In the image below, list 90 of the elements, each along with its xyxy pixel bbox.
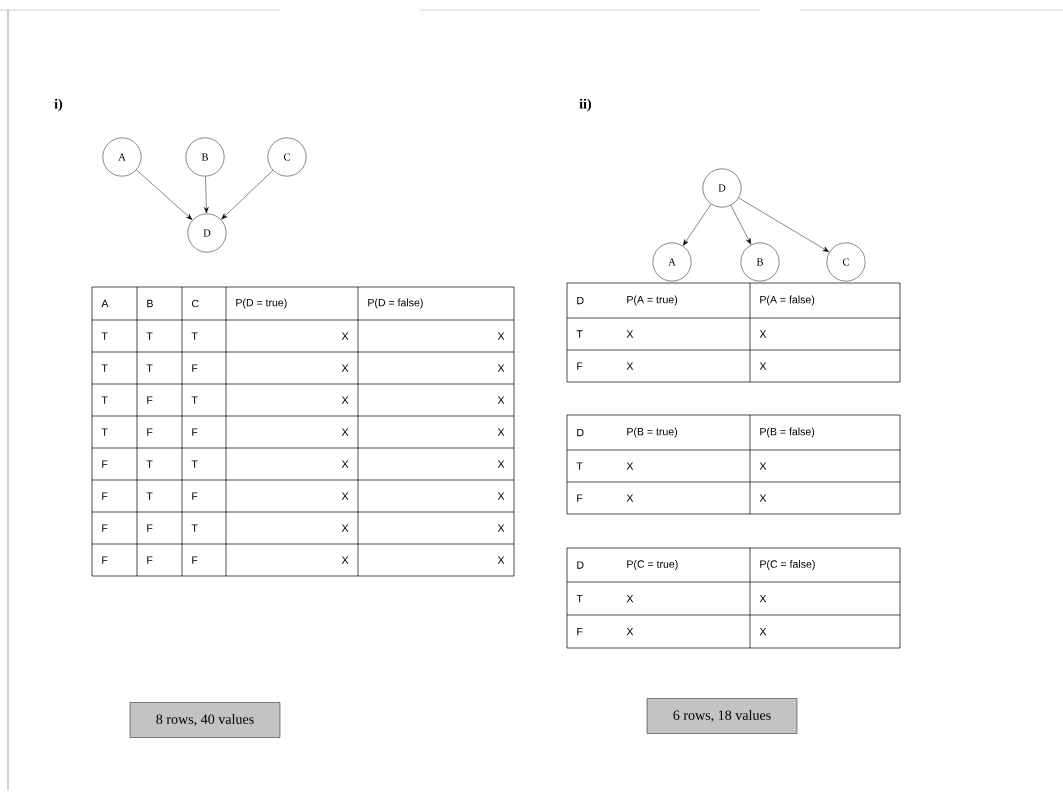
truth-value: F (577, 362, 583, 370)
probability-value: X (341, 460, 349, 468)
probability-value: X (626, 330, 634, 338)
probability-value: X (497, 556, 505, 564)
truth-value: T (191, 524, 198, 532)
circle-node: B (185, 137, 225, 177)
truth-value: T (146, 332, 153, 340)
arrow (204, 176, 209, 214)
truth-value: T (576, 330, 583, 338)
probability-value: X (759, 627, 767, 636)
probability-value: X (626, 462, 634, 470)
arrow (738, 197, 829, 252)
arrow (683, 203, 712, 246)
truth-value: F (102, 556, 108, 564)
column-header: P(D = true) (236, 298, 287, 309)
truth-value: F (147, 396, 153, 404)
arrow (136, 169, 193, 220)
truth-value: T (191, 396, 198, 404)
circle-node: C (267, 137, 307, 177)
probability-value: X (341, 332, 349, 340)
truth-value: F (192, 556, 198, 564)
column-header: P(C = false) (760, 560, 815, 570)
truth-value: F (577, 627, 583, 636)
truth-value: T (101, 364, 108, 372)
truth-value: T (191, 460, 198, 468)
truth-value: T (191, 332, 198, 340)
probability-value: X (626, 594, 634, 603)
probability-value: X (341, 428, 349, 436)
truth-value: T (146, 492, 153, 500)
arrow (221, 170, 274, 220)
arrow (730, 205, 752, 245)
truth-value: F (147, 428, 153, 436)
probability-value: X (759, 362, 767, 370)
truth-value: F (192, 492, 198, 500)
column-header: P(A = true) (627, 295, 678, 306)
probability-value: X (759, 594, 767, 603)
column-header: A (101, 299, 109, 308)
column-header: P(D = false) (368, 298, 423, 309)
probability-value: X (341, 364, 349, 372)
probability-value: X (497, 332, 505, 340)
circle-node: D (702, 168, 742, 208)
probability-value: X (497, 524, 505, 532)
circle-node: C (826, 242, 866, 282)
probability-value: X (341, 556, 349, 564)
probability-value: X (759, 462, 767, 470)
probability-value: X (497, 428, 505, 436)
truth-value: F (102, 524, 108, 532)
column-header: D (577, 561, 584, 569)
truth-value: T (576, 594, 583, 603)
truth-value: F (192, 428, 198, 436)
truth-value: T (146, 460, 153, 468)
circle-node: B (740, 242, 780, 282)
truth-value: F (102, 460, 108, 468)
probability-value: X (497, 364, 505, 372)
probability-value: X (759, 330, 767, 338)
panel-label: i) (54, 98, 63, 112)
summary-box: 6 rows, 18 values (646, 698, 798, 734)
probability-value: X (341, 492, 349, 500)
probability-value: X (497, 396, 505, 404)
truth-value: F (102, 492, 108, 500)
truth-value: T (101, 332, 108, 340)
truth-value: F (147, 556, 153, 564)
probability-value: X (497, 460, 505, 468)
column-header: D (577, 296, 584, 305)
column-header: C (191, 299, 199, 308)
truth-value: F (577, 494, 583, 502)
circle-node: A (102, 137, 142, 177)
column-header: P(B = true) (627, 427, 678, 438)
truth-value: T (576, 462, 583, 470)
probability-value: X (759, 494, 767, 502)
panel-label: ii) (579, 98, 591, 112)
probability-value: X (626, 627, 634, 636)
circle-node: D (187, 213, 227, 253)
truth-value: F (192, 364, 198, 372)
column-header: P(A = false) (760, 295, 815, 306)
column-header: P(B = false) (760, 427, 815, 438)
truth-value: T (101, 428, 108, 436)
probability-value: X (626, 494, 634, 502)
column-header: D (577, 428, 584, 437)
probability-value: X (341, 396, 349, 404)
truth-value: T (101, 396, 108, 404)
truth-value: F (147, 524, 153, 532)
truth-value: T (146, 364, 153, 372)
probability-value: X (626, 362, 634, 370)
circle-node: A (652, 242, 692, 282)
summary-box: 8 rows, 40 values (129, 702, 281, 738)
probability-value: X (341, 524, 349, 532)
column-header: B (147, 299, 153, 308)
column-header: P(C = true) (627, 560, 678, 570)
probability-value: X (497, 492, 505, 500)
